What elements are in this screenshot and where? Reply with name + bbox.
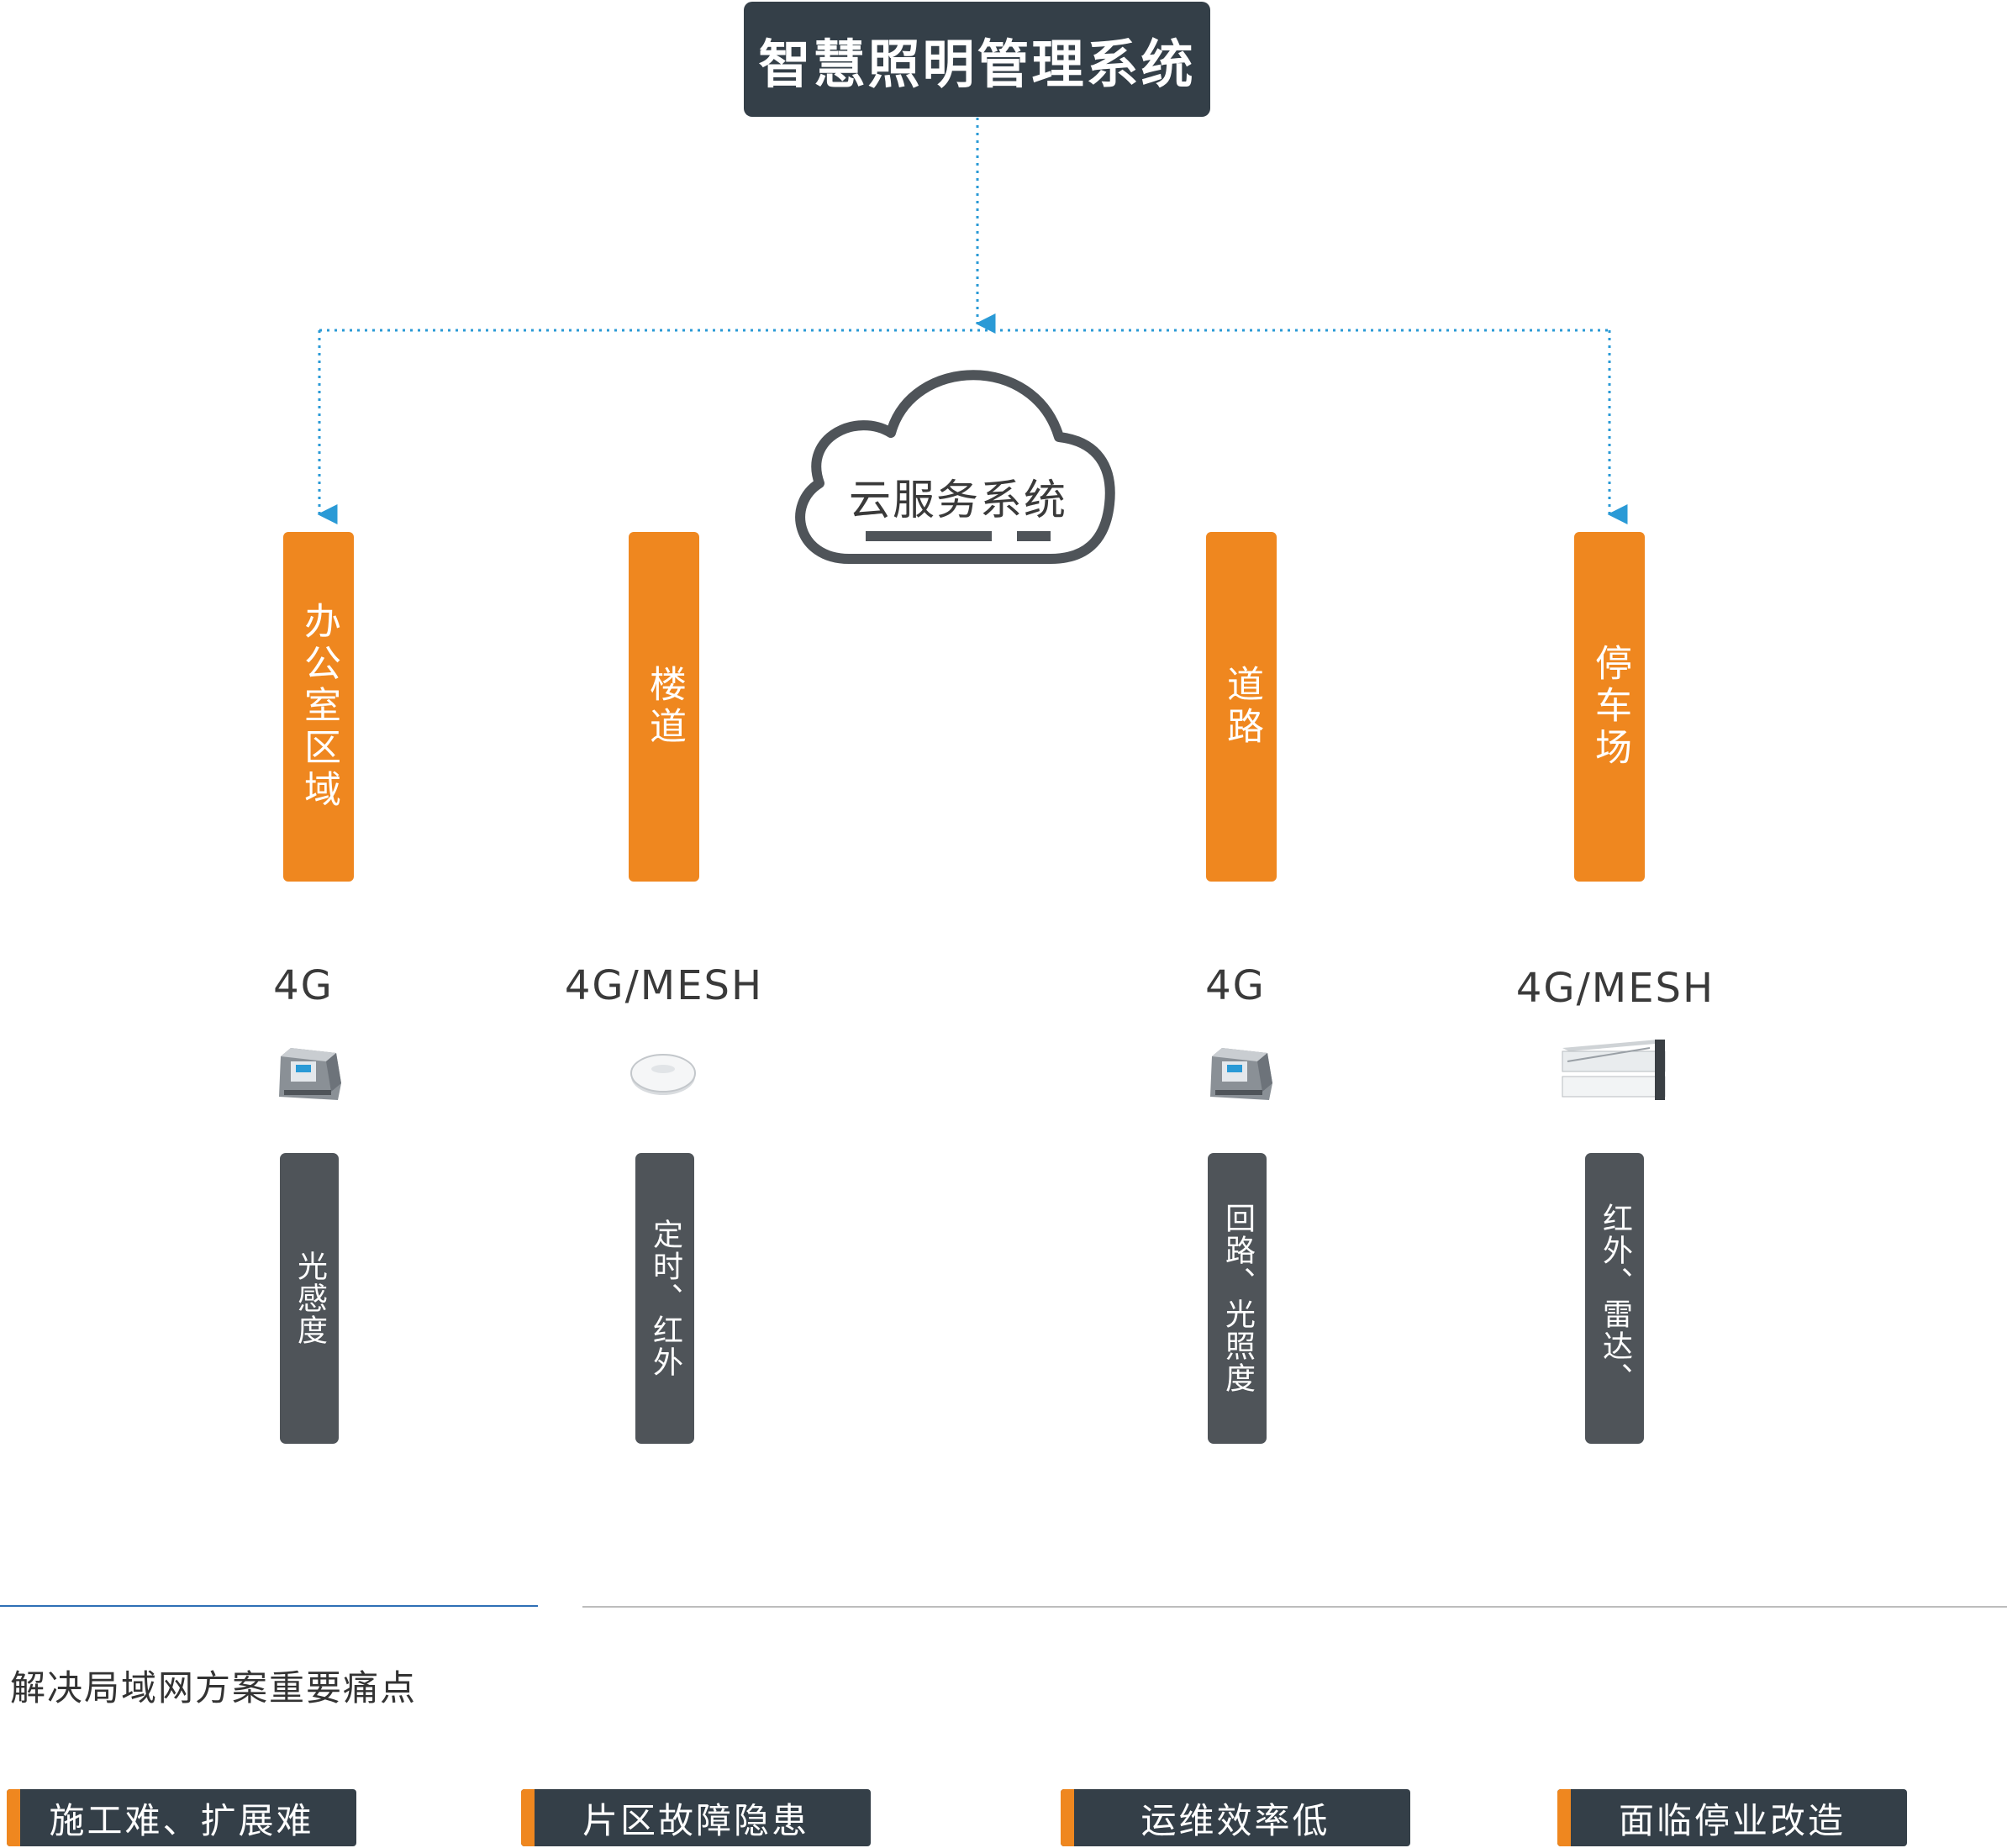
pain-point-4-label: 面临停业改造 xyxy=(1618,1799,1846,1841)
pain-point-1: 施工难、扩展难 xyxy=(7,1789,356,1846)
pain-point-4: 面临停业改造 xyxy=(1557,1789,1907,1846)
cloud-icon xyxy=(795,370,1115,564)
protocol-corridor: 4G/MESH xyxy=(564,962,764,1009)
pain-point-accent xyxy=(1557,1789,1571,1846)
protocol-office: 4G xyxy=(273,962,334,1009)
pain-point-accent xyxy=(521,1789,535,1846)
zone-office: 办公室区域 xyxy=(283,532,354,882)
ceiling-sensor-icon xyxy=(630,1054,696,1095)
cloud-service-label: 云服务系统 xyxy=(849,476,1067,524)
pain-point-accent xyxy=(7,1789,20,1846)
sensor-office: 光感度 xyxy=(280,1153,339,1444)
zone-parking: 停车场 xyxy=(1574,532,1645,882)
zone-office-label: 办公室区域 xyxy=(298,602,340,812)
cloud-bar-long xyxy=(866,531,992,541)
protocol-road: 4G xyxy=(1205,962,1266,1009)
pain-point-3-label: 运维效率低 xyxy=(1140,1799,1330,1841)
sensor-corridor: 定时、红外 xyxy=(635,1153,694,1444)
pain-points-heading: 解决局域网方案重要痛点 xyxy=(10,1667,418,1708)
sensor-road-label: 回路、光照度 xyxy=(1220,1203,1255,1394)
system-title: 智慧照明管理系统 xyxy=(744,2,1210,117)
controller-module-icon xyxy=(279,1048,341,1100)
pain-point-1-label: 施工难、扩展难 xyxy=(49,1799,314,1841)
linear-light-icon xyxy=(1562,1040,1666,1100)
pain-point-2: 片区故障隐患 xyxy=(521,1789,871,1846)
zone-road: 道路 xyxy=(1206,532,1277,882)
zone-road-label: 道路 xyxy=(1220,665,1263,749)
zone-corridor-label: 楼道 xyxy=(643,665,686,749)
divider-gray xyxy=(582,1606,2007,1608)
zone-corridor: 楼道 xyxy=(629,532,699,882)
sensor-parking-label: 红外、雷达、 xyxy=(1598,1203,1632,1394)
zone-parking-label: 停车场 xyxy=(1588,644,1631,770)
sensor-parking: 红外、雷达、 xyxy=(1585,1153,1644,1444)
pain-point-accent xyxy=(1061,1789,1074,1846)
controller-module-icon xyxy=(1210,1048,1272,1100)
cloud-bar-short xyxy=(1017,531,1051,541)
pain-point-2-label: 片区故障隐患 xyxy=(582,1799,809,1841)
sensor-road: 回路、光照度 xyxy=(1208,1153,1267,1444)
protocol-parking: 4G/MESH xyxy=(1515,965,1715,1012)
pain-point-3: 运维效率低 xyxy=(1061,1789,1410,1846)
divider-blue xyxy=(0,1605,538,1607)
sensor-office-label: 光感度 xyxy=(292,1250,327,1346)
sensor-corridor-label: 定时、红外 xyxy=(648,1219,682,1378)
